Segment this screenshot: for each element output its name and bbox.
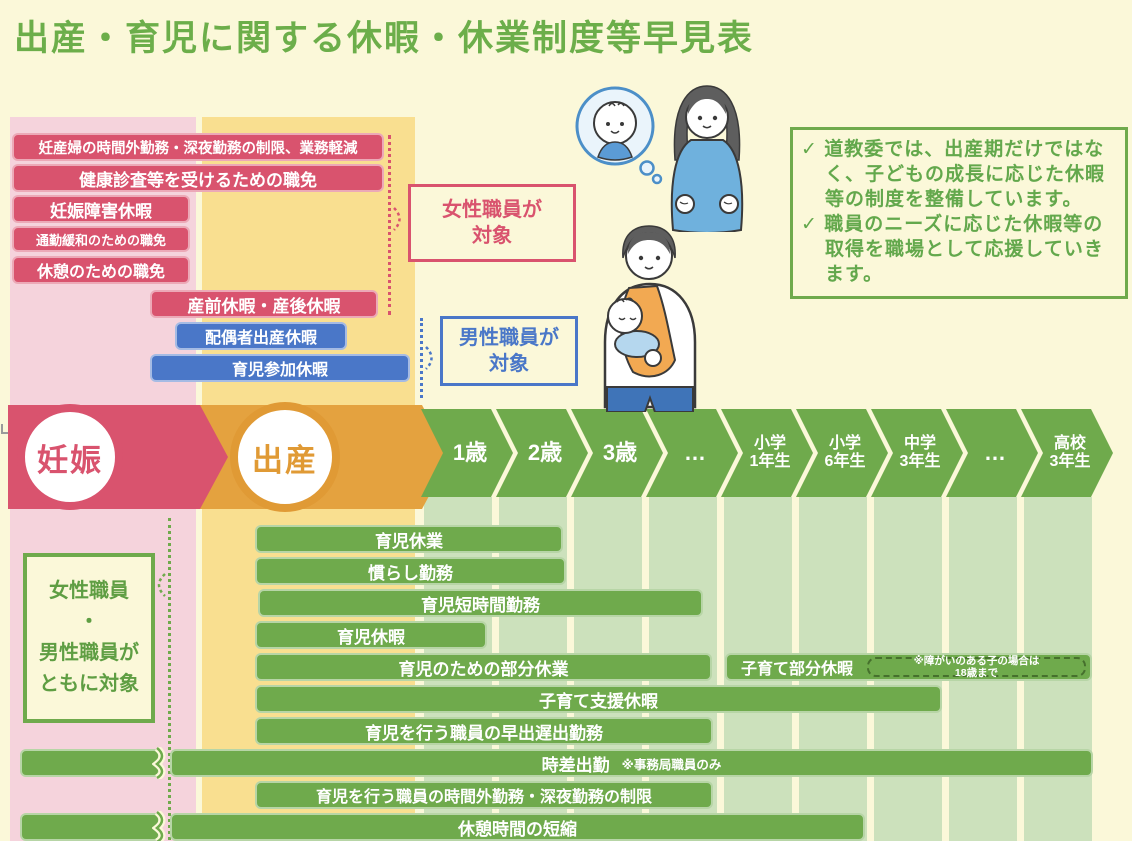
- bar-childcare-leave: 育児休業: [255, 525, 563, 553]
- bar-break-mark: [152, 811, 166, 841]
- bar-childcare-participation-leave: 育児参加休暇: [150, 354, 410, 382]
- bar-label: 妊娠障害休暇: [50, 201, 152, 221]
- bar-shorter-break-stub: [20, 813, 160, 841]
- info-item: ✓ 道教委では、出産期だけではなく、子どもの成長に応じた休暇等の制度を整備してい…: [801, 137, 1117, 212]
- bar-label: 産前休暇・産後休暇: [187, 296, 341, 316]
- female-target-brace: [393, 207, 401, 231]
- bar-pregnancy-disorder-leave: 妊娠障害休暇: [12, 195, 190, 223]
- stage-label2: 1年生: [749, 453, 791, 470]
- bar-break-mark: [152, 747, 166, 779]
- both-target-line3: 男性職員が: [39, 642, 139, 664]
- bar-kosodate-partial-leave: 子育て部分休暇 ※障がいのある子の場合は 18歳まで: [725, 653, 1092, 681]
- bar-note: ※事務局職員のみ: [621, 757, 722, 772]
- bar-label: 育児参加休暇: [231, 362, 328, 379]
- female-target-line2: 対象: [472, 225, 512, 247]
- both-target-brace: [157, 573, 166, 597]
- stage-label2: 3年生: [1049, 453, 1091, 470]
- stage-label: 妊娠: [37, 442, 103, 478]
- stage-label: 高校: [1053, 435, 1086, 453]
- male-target-box: 男性職員が 対象: [440, 316, 578, 386]
- stage-label2: 3年生: [899, 453, 941, 470]
- chevron-age-1: 1歳: [421, 409, 513, 497]
- female-target-box: 女性職員が 対象: [408, 184, 576, 262]
- bar-rest-exemption: 休憩のための職免: [12, 256, 190, 284]
- both-target-line1: 女性職員: [49, 580, 129, 602]
- bar-label: 育児休暇: [337, 627, 405, 647]
- kosodate-note-line1: ※障がいのある子の場合は: [913, 654, 1040, 667]
- bar-health-checkup: 健康診査等を受けるための職免: [12, 164, 384, 192]
- bar-label: 配偶者出産休暇: [204, 330, 317, 347]
- stage-label2: 6年生: [824, 453, 866, 470]
- bar-short-time-work: 育児短時間勤務: [258, 589, 703, 617]
- stage-label: 中学: [903, 435, 936, 453]
- bar-label: 育児のための部分休業: [398, 659, 569, 679]
- info-text: 職員のニーズに応じた休暇等の取得を職場として応援していきます。: [824, 214, 1104, 286]
- stage-label: 3歳: [602, 439, 638, 465]
- both-target-bracket-line: [168, 518, 171, 840]
- bar-label: 育児を行う職員の時間外勤務・深夜勤務の制限: [315, 789, 652, 806]
- kosodate-note-line2: 18歳まで: [954, 667, 999, 679]
- bar-transition-work: 慣らし勤務: [255, 557, 566, 585]
- info-box: ✓ 道教委では、出産期だけではなく、子どもの成長に応じた休暇等の制度を整備してい…: [790, 127, 1128, 299]
- bar-label: 慣らし勤務: [368, 563, 453, 583]
- stage-label: 小学: [828, 435, 861, 453]
- bar-label: 子育て支援休暇: [539, 691, 658, 711]
- bar-staggered-commute-stub: [20, 749, 160, 777]
- bar-commute-relief: 通勤緩和のための職免: [12, 226, 190, 252]
- bar-label: 妊産婦の時間外勤務・深夜勤務の制限、業務軽減: [38, 140, 358, 157]
- stage-label: …: [984, 439, 1006, 465]
- bar-support-leave: 子育て支援休暇: [255, 685, 942, 713]
- female-target-line1: 女性職員が: [442, 199, 542, 221]
- bar-label: 休憩時間の短縮: [458, 819, 577, 839]
- male-target-brace: [425, 346, 433, 370]
- stage-circle-pregnancy: 妊娠: [17, 404, 123, 510]
- male-target-bracket-line: [420, 318, 423, 398]
- bar-label: 育児休業: [375, 531, 443, 551]
- father-illustration: [603, 225, 697, 412]
- both-target-line2: ・: [79, 611, 99, 633]
- both-target-line4: ともに対象: [39, 673, 139, 695]
- stage-label: …: [684, 439, 706, 465]
- female-target-bracket-line: [388, 135, 391, 315]
- check-icon: ✓: [801, 214, 818, 236]
- bar-label: 休憩のための職免: [36, 264, 165, 281]
- stage-label: 小学: [753, 435, 786, 453]
- bar-maternity-overtime-restriction: 妊産婦の時間外勤務・深夜勤務の制限、業務軽減: [12, 133, 384, 161]
- bar-partial-leave: 育児のための部分休業: [255, 653, 712, 681]
- page-edge-mark: [1, 424, 11, 434]
- bar-label: 通勤緩和のための職免: [35, 232, 166, 248]
- bar-shorter-break: 休憩時間の短縮: [170, 813, 865, 841]
- male-target-line1: 男性職員が: [459, 327, 559, 349]
- bar-label: 子育て部分休暇: [740, 661, 853, 678]
- bar-label: 育児短時間勤務: [421, 595, 540, 615]
- chevron-ellipsis-1: …: [646, 409, 738, 497]
- bar-label: 健康診査等を受けるための職免: [79, 170, 317, 190]
- bar-label: 時差出勤: [541, 755, 610, 775]
- info-item: ✓ 職員のニーズに応じた休暇等の取得を職場として応援していきます。: [801, 212, 1117, 287]
- page-title: 出産・育児に関する休暇・休業制度等早見表: [14, 19, 755, 58]
- bar-spouse-birth-leave: 配偶者出産休暇: [175, 322, 347, 350]
- check-icon: ✓: [801, 139, 818, 160]
- stage-label: 2歳: [527, 439, 563, 465]
- both-target-box: 女性職員 ・ 男性職員が ともに対象: [23, 553, 155, 723]
- info-text: 道教委では、出産期だけではなく、子どもの成長に応じた休暇等の制度を整備しています…: [824, 139, 1106, 211]
- kosodate-note-box: ※障がいのある子の場合は 18歳まで: [867, 654, 1086, 679]
- stage-circle-birth: 出産: [230, 402, 340, 512]
- bar-overtime-night-restriction: 育児を行う職員の時間外勤務・深夜勤務の制限: [255, 781, 713, 809]
- bar-early-late-shift: 育児を行う職員の早出遅出勤務: [255, 717, 713, 745]
- bar-childcare-kyuka: 育児休暇: [255, 621, 487, 649]
- bar-staggered-commute: 時差出勤 ※事務局職員のみ: [170, 749, 1093, 777]
- bar-label: 育児を行う職員の早出遅出勤務: [365, 723, 603, 743]
- stage-label: 出産: [252, 442, 318, 478]
- stage-label: 1歳: [452, 439, 488, 465]
- mother-illustration: [575, 85, 744, 232]
- male-target-line2: 対象: [489, 353, 529, 375]
- bar-pre-post-birth-leave: 産前休暇・産後休暇: [150, 290, 378, 318]
